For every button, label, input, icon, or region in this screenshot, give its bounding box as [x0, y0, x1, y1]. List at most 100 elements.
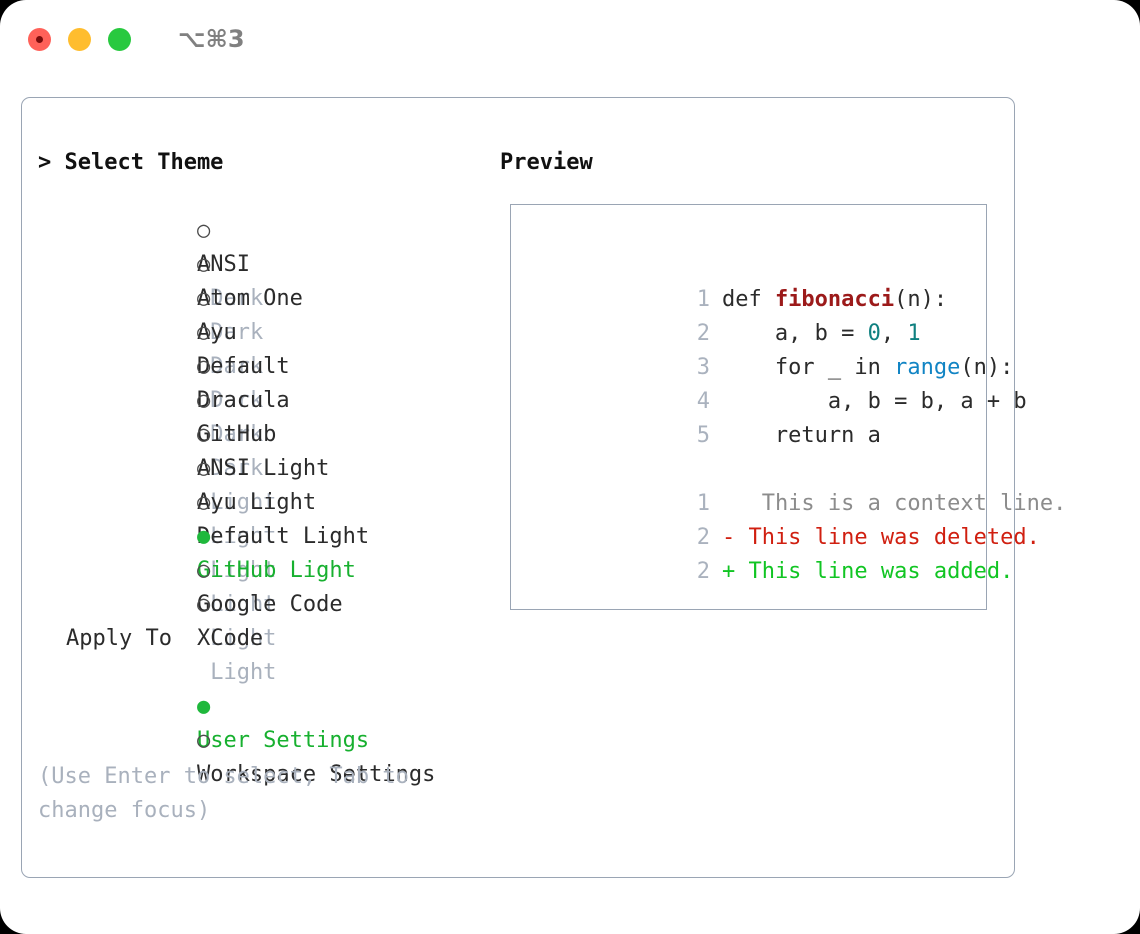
theme-tag: Light [210, 490, 277, 515]
radio-unselected-icon[interactable]: ○ [196, 422, 211, 447]
apply-to-header: Apply To [66, 626, 172, 651]
apply-to-name: Workspace Settings [196, 762, 436, 787]
code-token: a, b = [721, 321, 868, 346]
line-number: 2 [696, 559, 710, 584]
diff-line-deleted: 2- This line was deleted. [521, 487, 1066, 550]
theme-tag: Light [210, 626, 277, 651]
code-line: 1 def fibonacci(n): [521, 249, 1066, 312]
code-token-number: 0 [867, 321, 881, 346]
code-token-function: fibonacci [774, 287, 895, 312]
radio-selected-icon[interactable]: ● [196, 524, 211, 549]
line-number: 3 [696, 355, 710, 380]
diff-text: This is a context line. [735, 491, 1067, 516]
theme-selection-column: > Select Theme ○ ANSI Dark ○ Atom One Da… [38, 146, 498, 787]
theme-list: ○ ANSI Dark ○ Atom One Dark ○ Ayu Dark [38, 180, 498, 685]
title-bar: ⌥⌘3 [0, 0, 1140, 78]
maximize-window-button[interactable] [108, 27, 131, 51]
line-number: 4 [696, 389, 710, 414]
diff-marker [722, 491, 735, 516]
radio-unselected-icon[interactable]: ○ [196, 218, 211, 243]
theme-tag: Dark [210, 456, 264, 481]
line-number: 1 [696, 287, 710, 312]
diff-line-context: 1 This is a context line. [521, 453, 1067, 516]
code-token-builtin: range [894, 355, 961, 380]
main-panel: > Select Theme ○ ANSI Dark ○ Atom One Da… [21, 97, 1066, 878]
radio-unselected-icon[interactable]: ○ [196, 490, 211, 515]
diff-marker: - [721, 525, 736, 550]
code-token: (n): [960, 355, 1014, 380]
theme-list-item[interactable]: ○ Google Code Light [38, 520, 498, 651]
code-token-number: 1 [907, 321, 921, 346]
minimize-window-button[interactable] [68, 27, 91, 51]
theme-name: Default Light [196, 524, 370, 549]
diff-line-added: 2 + This line was added. [521, 521, 1066, 584]
theme-name: Dracula [196, 388, 290, 413]
theme-list-item[interactable]: ○ Dracula Dark [38, 316, 498, 447]
apply-to-name: User Settings [196, 728, 370, 753]
code-token: return a [721, 423, 881, 448]
preview-header: Preview [500, 150, 593, 175]
traffic-light-group [28, 27, 131, 51]
theme-name: ANSI Light [196, 456, 330, 481]
radio-unselected-icon[interactable]: ○ [196, 354, 211, 379]
code-line: 5 return a [521, 385, 1066, 448]
diff-marker: + [721, 559, 736, 584]
line-number: 2 [696, 321, 710, 346]
code-token: a, b = b, a + b [721, 389, 1027, 414]
theme-name: ANSI [196, 252, 250, 277]
theme-list-item[interactable]: ○ ANSI Dark [38, 180, 498, 311]
theme-name: GitHub Light [196, 558, 356, 583]
code-token: for _ in [721, 355, 895, 380]
radio-unselected-icon[interactable]: ○ [196, 320, 211, 345]
code-token: def [721, 287, 775, 312]
theme-list-item[interactable]: ○ Default Dark [38, 282, 498, 413]
theme-list-item[interactable]: ○ Atom One Dark [38, 214, 498, 345]
code-line: 3 for _ in range(n): [521, 317, 1066, 380]
theme-tag: Dark [210, 354, 264, 379]
theme-list-item[interactable]: ○ XCode Light [38, 554, 498, 685]
keyboard-shortcut-label: ⌥⌘3 [178, 25, 245, 53]
theme-tag: Dark [210, 422, 264, 447]
preview-column: Preview [500, 146, 1000, 180]
close-window-button[interactable] [28, 27, 51, 51]
theme-list-item[interactable]: ○ Ayu Light Light [38, 418, 498, 549]
radio-unselected-icon[interactable]: ○ [196, 592, 211, 617]
theme-tag: Dark [210, 286, 264, 311]
radio-unselected-icon[interactable]: ○ [196, 456, 211, 481]
theme-tag: Light [210, 592, 277, 617]
theme-list-item[interactable]: ○ Ayu Dark [38, 248, 498, 379]
theme-name: Ayu [196, 320, 237, 345]
theme-name: Google Code [196, 592, 343, 617]
theme-tag: Light [210, 660, 277, 685]
line-number: 5 [696, 423, 710, 448]
apply-to-list: ● User Settings ○ Workspace Settings [38, 656, 498, 787]
code-token: (n): [894, 287, 948, 312]
radio-unselected-icon[interactable]: ○ [196, 388, 211, 413]
radio-unselected-icon[interactable]: ○ [196, 252, 211, 277]
code-line: 4 a, b = b, a + b [521, 351, 1066, 414]
line-number: 1 [696, 491, 710, 516]
theme-tag: Dark [210, 320, 264, 345]
theme-tag: Light [210, 558, 277, 583]
diff-text: This line was deleted. [735, 525, 1040, 550]
theme-name: Ayu Light [196, 490, 317, 515]
radio-unselected-icon[interactable]: ○ [196, 286, 211, 311]
theme-list-item[interactable]: ○ ANSI Light Light [38, 384, 498, 515]
radio-unselected-icon[interactable]: ○ [196, 728, 211, 753]
radio-selected-icon[interactable]: ● [196, 694, 211, 719]
radio-unselected-icon[interactable]: ○ [196, 558, 211, 583]
theme-list-item-selected[interactable]: ● GitHub Light Light [38, 486, 498, 617]
theme-name: GitHub [196, 422, 277, 447]
diff-text: This line was added. [735, 559, 1014, 584]
theme-name: Atom One [196, 286, 303, 311]
theme-list-item[interactable]: ○ Default Light Light [38, 452, 498, 583]
theme-list-item[interactable]: ○ GitHub Dark [38, 350, 498, 481]
line-number: 2 [696, 525, 710, 550]
apply-to-item-selected[interactable]: ● User Settings [38, 656, 498, 753]
theme-name: XCode [196, 626, 264, 651]
code-token: , [880, 321, 908, 346]
apply-to-item[interactable]: ○ Workspace Settings [38, 690, 498, 787]
